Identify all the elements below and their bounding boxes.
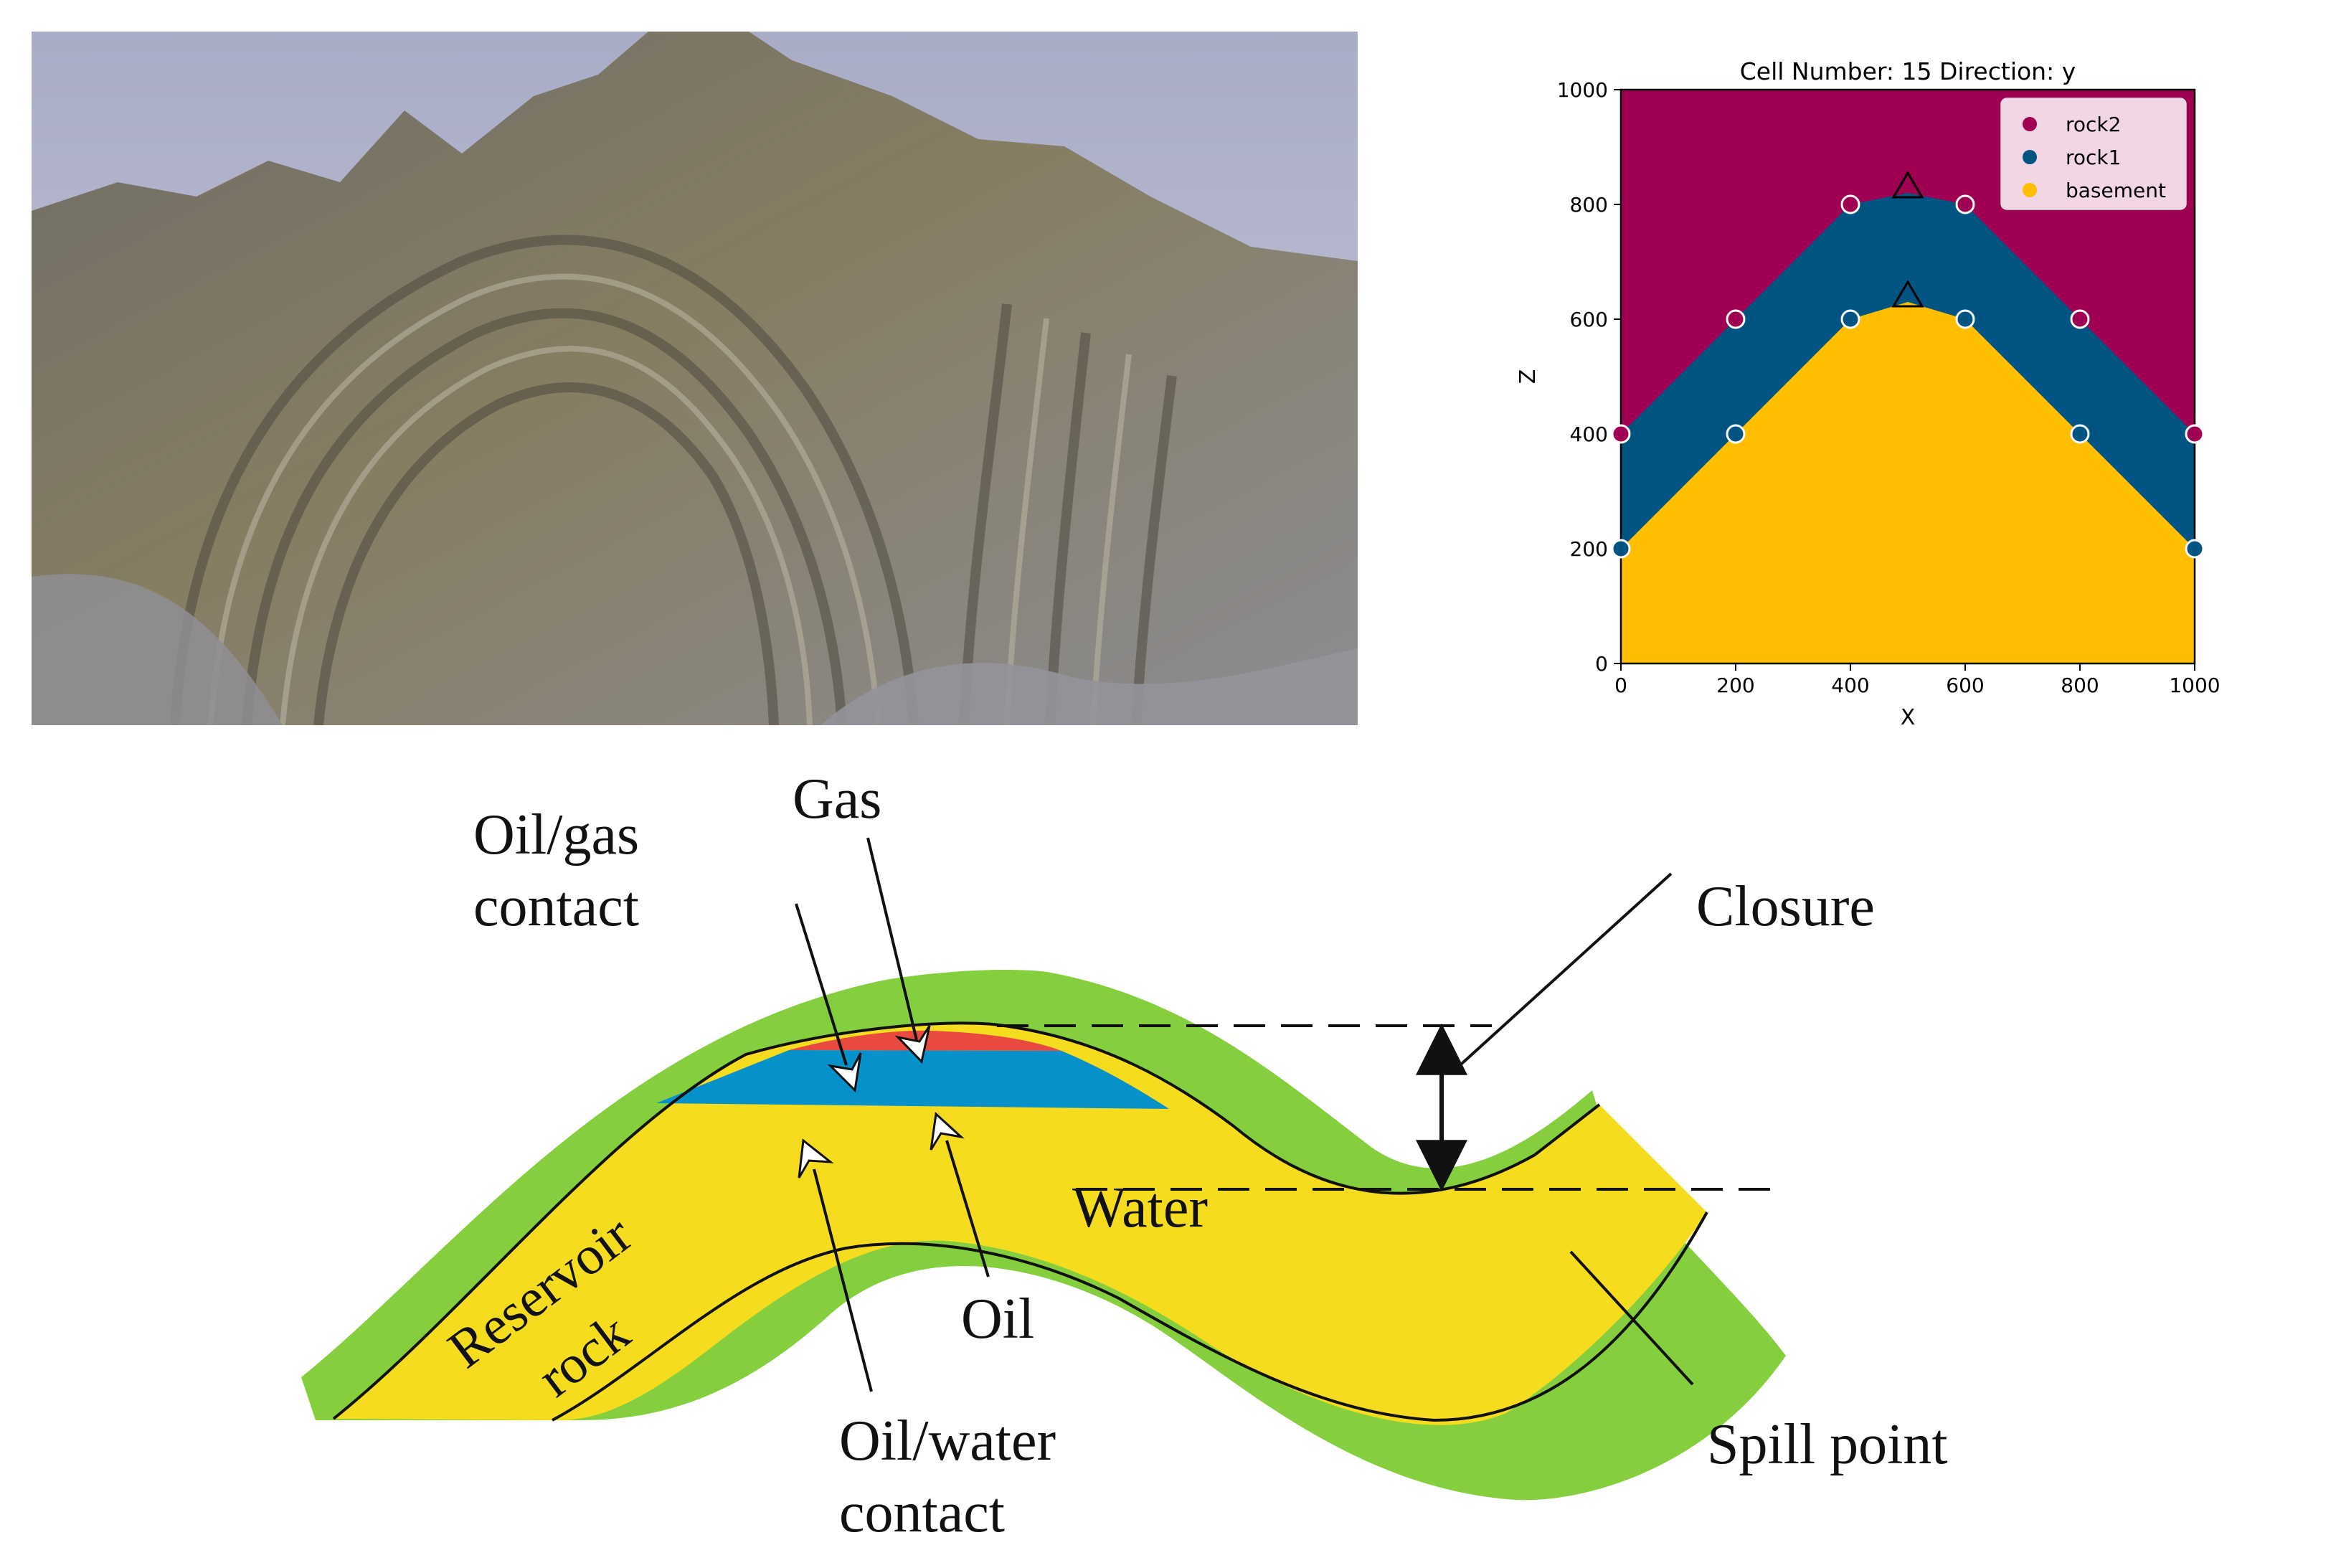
reservoir-base-line bbox=[552, 1212, 1708, 1422]
oil-arrowhead bbox=[930, 1111, 965, 1151]
legend-marker bbox=[2023, 150, 2037, 164]
basement-region bbox=[1621, 302, 2195, 663]
x-tick-label: 600 bbox=[1946, 674, 1984, 697]
rock1-surface-point bbox=[1840, 309, 1860, 329]
rock2-surface-point bbox=[1840, 194, 1860, 214]
geomodel-section-chart: 0 200 400 600 800 1000 0 200 400 600 800 1000 Cell N… bbox=[1492, 36, 2295, 739]
legend-box bbox=[2000, 98, 2187, 210]
y-tick-label: 1000 bbox=[1557, 78, 1608, 102]
closure-pointer bbox=[1453, 872, 1673, 1072]
water-label: Water bbox=[1072, 1176, 1208, 1239]
y-tick-label: 400 bbox=[1570, 422, 1608, 446]
folded-rock-photo bbox=[32, 32, 1358, 725]
gas-pointer bbox=[866, 837, 918, 1041]
reservoir-top-line bbox=[332, 1021, 1601, 1420]
rock-outcrop-illustration bbox=[32, 32, 1358, 725]
oil-gas-contact-pointer bbox=[795, 903, 848, 1066]
gas-arrowhead bbox=[894, 1025, 931, 1064]
rock2-surface-point bbox=[1726, 309, 1746, 329]
x-tick-label: 800 bbox=[2061, 674, 2099, 697]
oil-water-contact-label-line2: contact bbox=[839, 1481, 1005, 1544]
oil-label: Oil bbox=[961, 1288, 1034, 1351]
oil-water-contact-label-line1: Oil/water bbox=[839, 1409, 1056, 1473]
x-tick-label: 0 bbox=[1614, 674, 1627, 697]
closure-label: Closure bbox=[1696, 875, 1875, 938]
spill-point-pointer bbox=[1569, 1250, 1694, 1386]
y-tick-label: 0 bbox=[1595, 652, 1608, 676]
x-tick-label: 1000 bbox=[2169, 674, 2220, 697]
y-axis-label: Z bbox=[1515, 369, 1541, 384]
trap-svg: Gas Oil/gas contact Closure Water Oil Oi… bbox=[301, 768, 1948, 1544]
rock1-surface-point bbox=[1726, 424, 1746, 444]
y-tick-label: 200 bbox=[1570, 537, 1608, 561]
oil-water-contact-pointer bbox=[813, 1168, 873, 1392]
rock2-surface-point bbox=[1955, 194, 1975, 214]
spill-point-label: Spill point bbox=[1707, 1413, 1948, 1476]
oil-water-contact-arrowhead bbox=[798, 1138, 834, 1179]
x-axis-label: X bbox=[1901, 705, 1916, 730]
reservoir-rock-layer bbox=[334, 1023, 1707, 1425]
y-tick-label: 800 bbox=[1570, 193, 1608, 217]
legend-marker bbox=[2023, 117, 2037, 131]
x-tick-label: 200 bbox=[1716, 674, 1754, 697]
rock1-surface-point bbox=[2070, 424, 2090, 444]
rock2-surface-point bbox=[1611, 424, 1631, 444]
oil-pointer bbox=[945, 1140, 990, 1277]
legend-label: basement bbox=[2066, 179, 2166, 202]
rock1-surface-point bbox=[1611, 539, 1631, 559]
rock2-surface-point bbox=[2070, 309, 2090, 329]
rock1-surface-point bbox=[2185, 539, 2205, 559]
orientation-marker bbox=[1891, 280, 1924, 308]
rock2-surface-point bbox=[2185, 424, 2205, 444]
rock1-surface-point bbox=[1955, 309, 1975, 329]
y-tick-label: 600 bbox=[1570, 308, 1608, 331]
chart-svg: 0 200 400 600 800 1000 0 200 400 600 800 1000 Cell N… bbox=[1515, 57, 2221, 730]
oil-gas-contact-label-line1: Oil/gas bbox=[473, 803, 639, 866]
plot-frame bbox=[1619, 88, 2196, 665]
oil-gas-contact-arrowhead bbox=[827, 1052, 862, 1093]
legend-label: rock1 bbox=[2066, 146, 2121, 169]
oil-gas-contact-label-line2: contact bbox=[473, 875, 639, 938]
orientation-marker bbox=[1891, 171, 1924, 199]
gas-label: Gas bbox=[793, 768, 881, 831]
legend-marker bbox=[2023, 183, 2037, 197]
anticline-trap-diagram: Gas Oil/gas contact Closure Water Oil Oi… bbox=[273, 753, 2023, 1565]
chart-title: Cell Number: 15 Direction: y bbox=[1740, 57, 2076, 85]
x-tick-label: 400 bbox=[1831, 674, 1869, 697]
oil-zone bbox=[656, 1050, 1169, 1109]
legend-label: rock2 bbox=[2066, 113, 2121, 136]
